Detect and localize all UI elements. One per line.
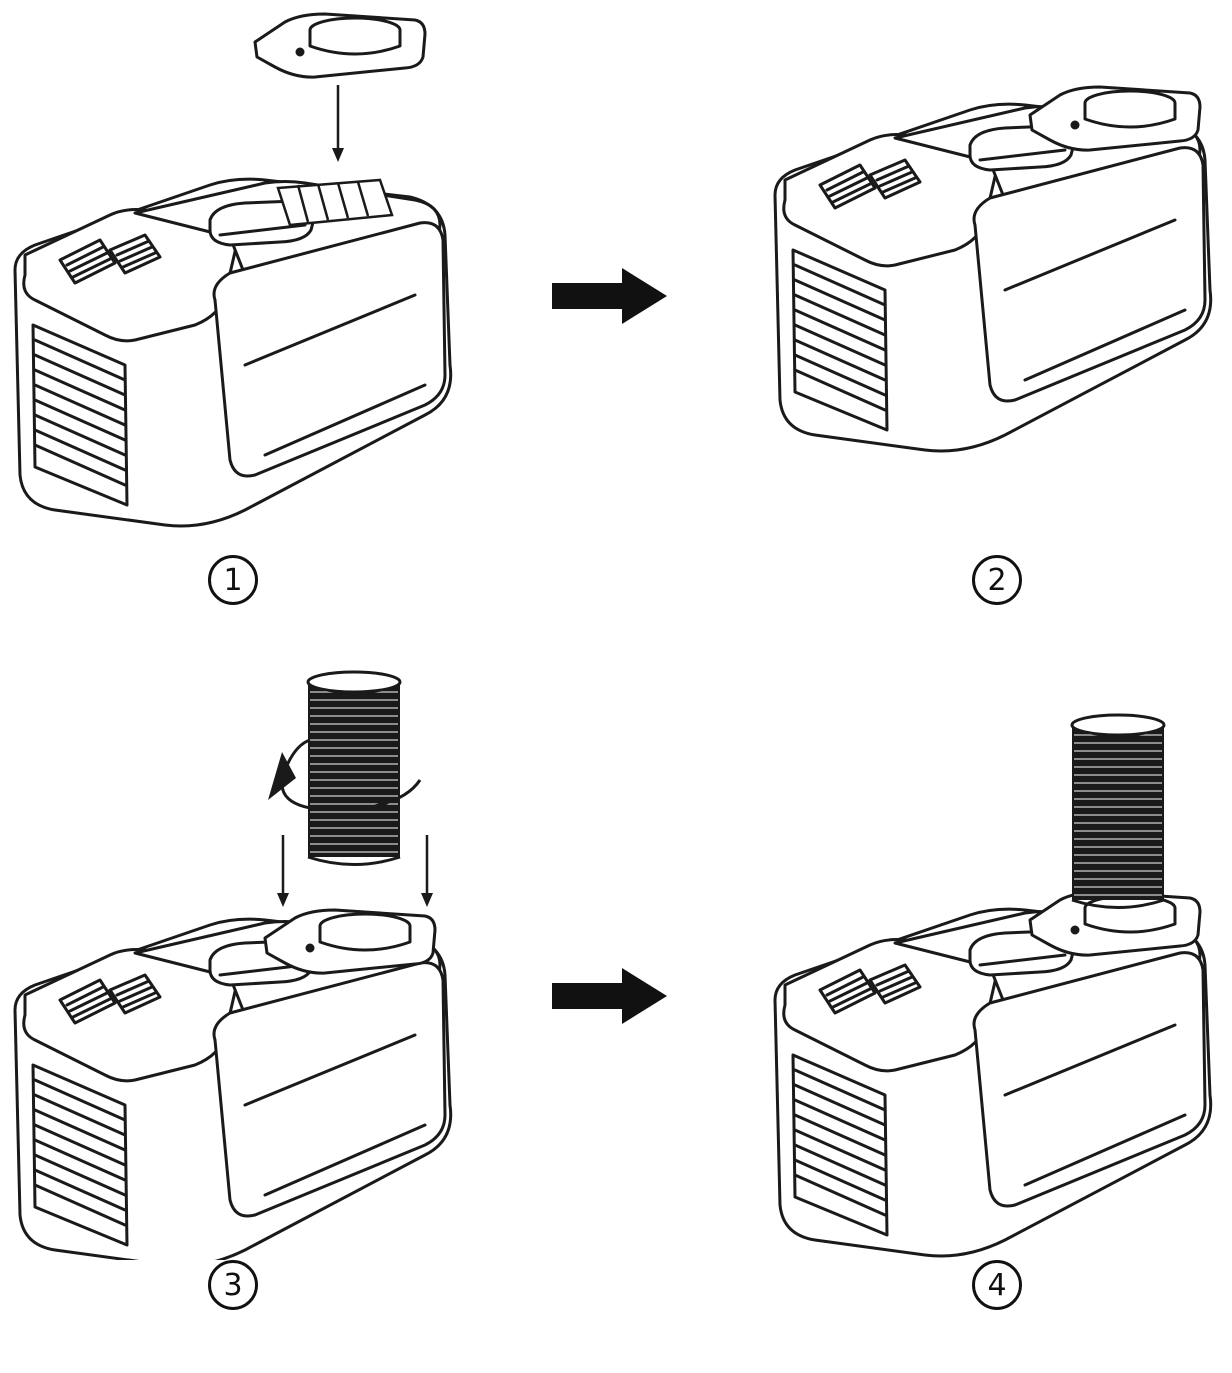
portable-air-conditioner-icon [13, 917, 453, 1260]
arrow-right-icon [552, 268, 670, 326]
exhaust-adapter-icon [1028, 890, 1202, 957]
exhaust-hose-icon [306, 670, 402, 866]
step-4-illustration [773, 713, 1213, 1258]
step-3-number: 3 [208, 1260, 258, 1310]
step-1-illustration [13, 12, 453, 528]
step-4-number: 4 [972, 1260, 1022, 1310]
step-3-panel: 3 [0, 660, 470, 1360]
exhaust-adapter-icon [263, 908, 437, 975]
step-1-number: 1 [208, 555, 258, 605]
step-2-illustration [773, 85, 1213, 453]
portable-air-conditioner-icon [773, 102, 1213, 453]
exhaust-adapter-icon [253, 12, 427, 79]
exhaust-adapter-icon [1028, 85, 1202, 152]
step-1-panel: 1 [0, 0, 470, 620]
exhaust-hose-icon [1070, 713, 1166, 909]
arrow-right-icon [552, 968, 670, 1026]
step-2-number: 2 [972, 555, 1022, 605]
step-2-panel: 2 [760, 0, 1230, 620]
portable-air-conditioner-icon [773, 907, 1213, 1258]
step-4-panel: 4 [760, 700, 1230, 1360]
portable-air-conditioner-icon [13, 177, 453, 528]
step-3-illustration [13, 670, 453, 1260]
